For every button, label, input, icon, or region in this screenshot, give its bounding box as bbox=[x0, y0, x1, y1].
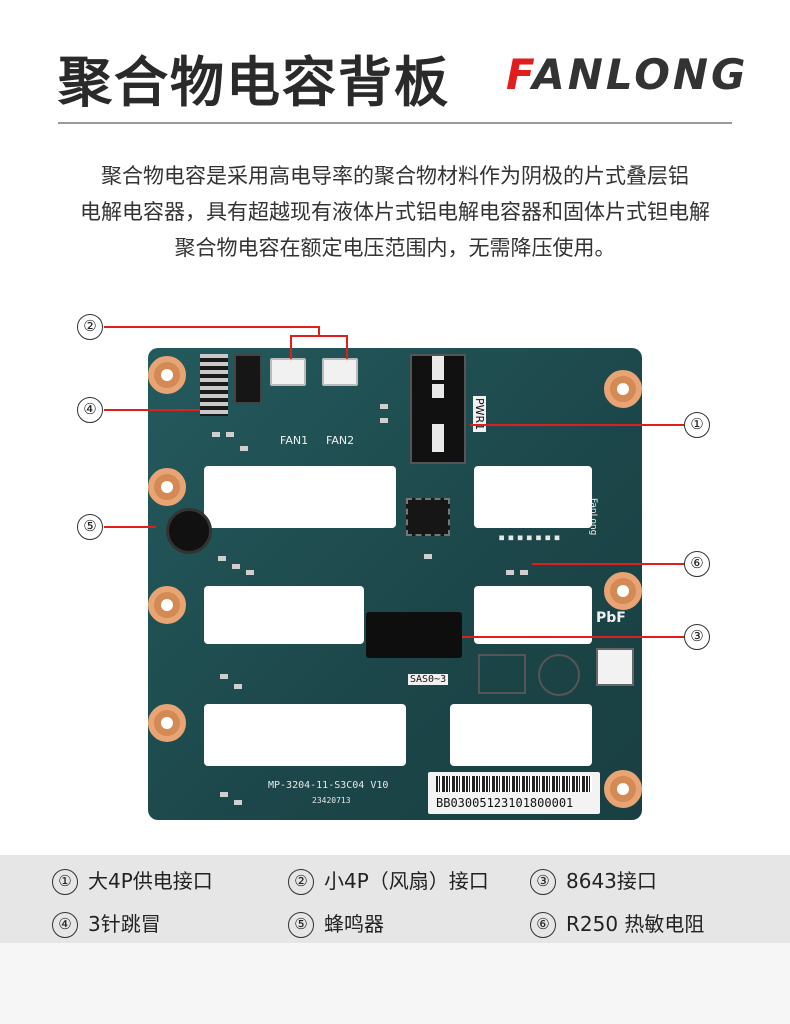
fan1-label: FAN1 bbox=[280, 434, 309, 447]
mounting-hole bbox=[604, 770, 642, 808]
product-description: 聚合物电容是采用高电导率的聚合物材料作为阴极的片式叠层铝 电解电容器，具有超越现… bbox=[20, 158, 770, 266]
callout-2: ② bbox=[77, 314, 103, 340]
board-cutout bbox=[450, 704, 592, 766]
leader-line-2 bbox=[346, 335, 348, 359]
board-cutout bbox=[474, 466, 592, 528]
leader-line-5 bbox=[104, 526, 156, 528]
smd-component bbox=[220, 674, 228, 679]
leader-line-2 bbox=[104, 326, 320, 328]
smd-component bbox=[232, 564, 240, 569]
controller-ic bbox=[406, 498, 450, 536]
legend-label: 蜂鸣器 bbox=[324, 912, 384, 936]
leader-line-6 bbox=[532, 563, 684, 565]
pcb-board-photo: FAN1 FAN2 PWR1 ▪▪▪▪▪▪▪ SAS0~3 FanLong Pb… bbox=[148, 348, 642, 820]
leader-line-4 bbox=[104, 409, 200, 411]
marking-circle bbox=[538, 654, 580, 696]
leader-line-2 bbox=[318, 326, 320, 336]
model-number: MP-3204-11-S3C04 V10 bbox=[268, 780, 389, 791]
fan2-label: FAN2 bbox=[326, 434, 355, 447]
legend-number: ⑥ bbox=[530, 912, 556, 938]
legend-number: ② bbox=[288, 869, 314, 895]
smd-component bbox=[520, 570, 528, 575]
legend-item-5: ⑤ 蜂鸣器 bbox=[288, 908, 384, 938]
jumper-block bbox=[234, 354, 262, 404]
power-pin bbox=[432, 424, 444, 452]
smd-component bbox=[424, 554, 432, 559]
legend-label: 3针跳冒 bbox=[88, 912, 161, 936]
legend-item-4: ④ 3针跳冒 bbox=[52, 908, 161, 938]
legend-label: 小4P（风扇）接口 bbox=[324, 869, 489, 893]
legend-item-2: ② 小4P（风扇）接口 bbox=[288, 865, 489, 895]
callout-3: ③ bbox=[684, 624, 710, 650]
sas-8643-connector bbox=[366, 612, 462, 658]
page-title: 聚合物电容背板 bbox=[58, 51, 450, 114]
leader-line-2 bbox=[290, 335, 348, 337]
legend-number: ④ bbox=[52, 912, 78, 938]
barcode bbox=[436, 776, 592, 792]
board-cutout bbox=[204, 704, 406, 766]
smd-component bbox=[506, 570, 514, 575]
smd-component bbox=[226, 432, 234, 437]
mounting-hole bbox=[148, 468, 186, 506]
callout-6: ⑥ bbox=[684, 551, 710, 577]
smd-component bbox=[234, 800, 242, 805]
leader-line-3 bbox=[462, 636, 684, 638]
description-line-2: 电解电容器，具有超越现有液体片式铝电解电容器和固体片式钽电解 bbox=[80, 200, 710, 224]
callout-5: ⑤ bbox=[77, 514, 103, 540]
smd-component bbox=[240, 446, 248, 451]
legend-label: 8643接口 bbox=[566, 869, 657, 893]
brand-logo-text: ANLONG bbox=[532, 50, 749, 99]
smd-component bbox=[380, 404, 388, 409]
leader-line-1 bbox=[470, 424, 684, 426]
legend-label: 大4P供电接口 bbox=[88, 869, 213, 893]
sas-label: SAS0~3 bbox=[408, 674, 449, 685]
callout-1: ① bbox=[684, 412, 710, 438]
legend-number: ⑤ bbox=[288, 912, 314, 938]
pbf-label: PbF bbox=[596, 610, 626, 626]
jumper-pins bbox=[214, 354, 228, 416]
legend-label: R250 热敏电阻 bbox=[566, 912, 705, 936]
mounting-hole bbox=[148, 704, 186, 742]
title-divider bbox=[58, 122, 732, 124]
smd-component bbox=[246, 570, 254, 575]
date-code: 23420713 bbox=[312, 796, 351, 805]
mounting-hole bbox=[148, 586, 186, 624]
fan-connector-2 bbox=[322, 358, 358, 386]
board-cutout bbox=[204, 466, 396, 528]
board-cutout bbox=[204, 586, 364, 644]
pwr-label: PWR1 bbox=[473, 396, 486, 433]
power-pin bbox=[432, 384, 444, 398]
board-cutout bbox=[474, 586, 592, 644]
callout-4: ④ bbox=[77, 397, 103, 423]
marking-square bbox=[478, 654, 526, 694]
description-line-3: 聚合物电容在额定电压范围内，无需降压使用。 bbox=[174, 236, 616, 260]
smd-component bbox=[220, 792, 228, 797]
legend-item-1: ① 大4P供电接口 bbox=[52, 865, 213, 895]
footer-blank bbox=[0, 943, 790, 1024]
serial-label: BB03005123101800001 bbox=[428, 772, 600, 814]
brand-logo: FANLONG bbox=[506, 50, 749, 99]
smd-component bbox=[234, 684, 242, 689]
jumper-pins bbox=[200, 354, 214, 416]
description-line-1: 聚合物电容是采用高电导率的聚合物材料作为阴极的片式叠层铝 bbox=[101, 164, 689, 188]
legend-item-3: ③ 8643接口 bbox=[530, 865, 657, 895]
legend-number: ① bbox=[52, 869, 78, 895]
leader-line-2 bbox=[290, 335, 292, 359]
mounting-hole bbox=[148, 356, 186, 394]
serial-number: BB03005123101800001 bbox=[436, 796, 574, 810]
legend-item-6: ⑥ R250 热敏电阻 bbox=[530, 908, 704, 938]
esd-symbol bbox=[596, 648, 634, 686]
legend-number: ③ bbox=[530, 869, 556, 895]
smd-component bbox=[218, 556, 226, 561]
mounting-hole bbox=[604, 370, 642, 408]
legend-panel: ① 大4P供电接口 ② 小4P（风扇）接口 ③ 8643接口 ④ 3针跳冒 ⑤ 蜂鸣器 ⑥… bbox=[0, 855, 790, 943]
mounting-hole bbox=[604, 572, 642, 610]
smd-component bbox=[212, 432, 220, 437]
header-dots: ▪▪▪▪▪▪▪ bbox=[498, 530, 563, 544]
power-pin bbox=[432, 356, 444, 380]
buzzer bbox=[166, 508, 212, 554]
smd-component bbox=[380, 418, 388, 423]
fan-connector-1 bbox=[270, 358, 306, 386]
board-brand-label: FanLong bbox=[588, 498, 598, 536]
